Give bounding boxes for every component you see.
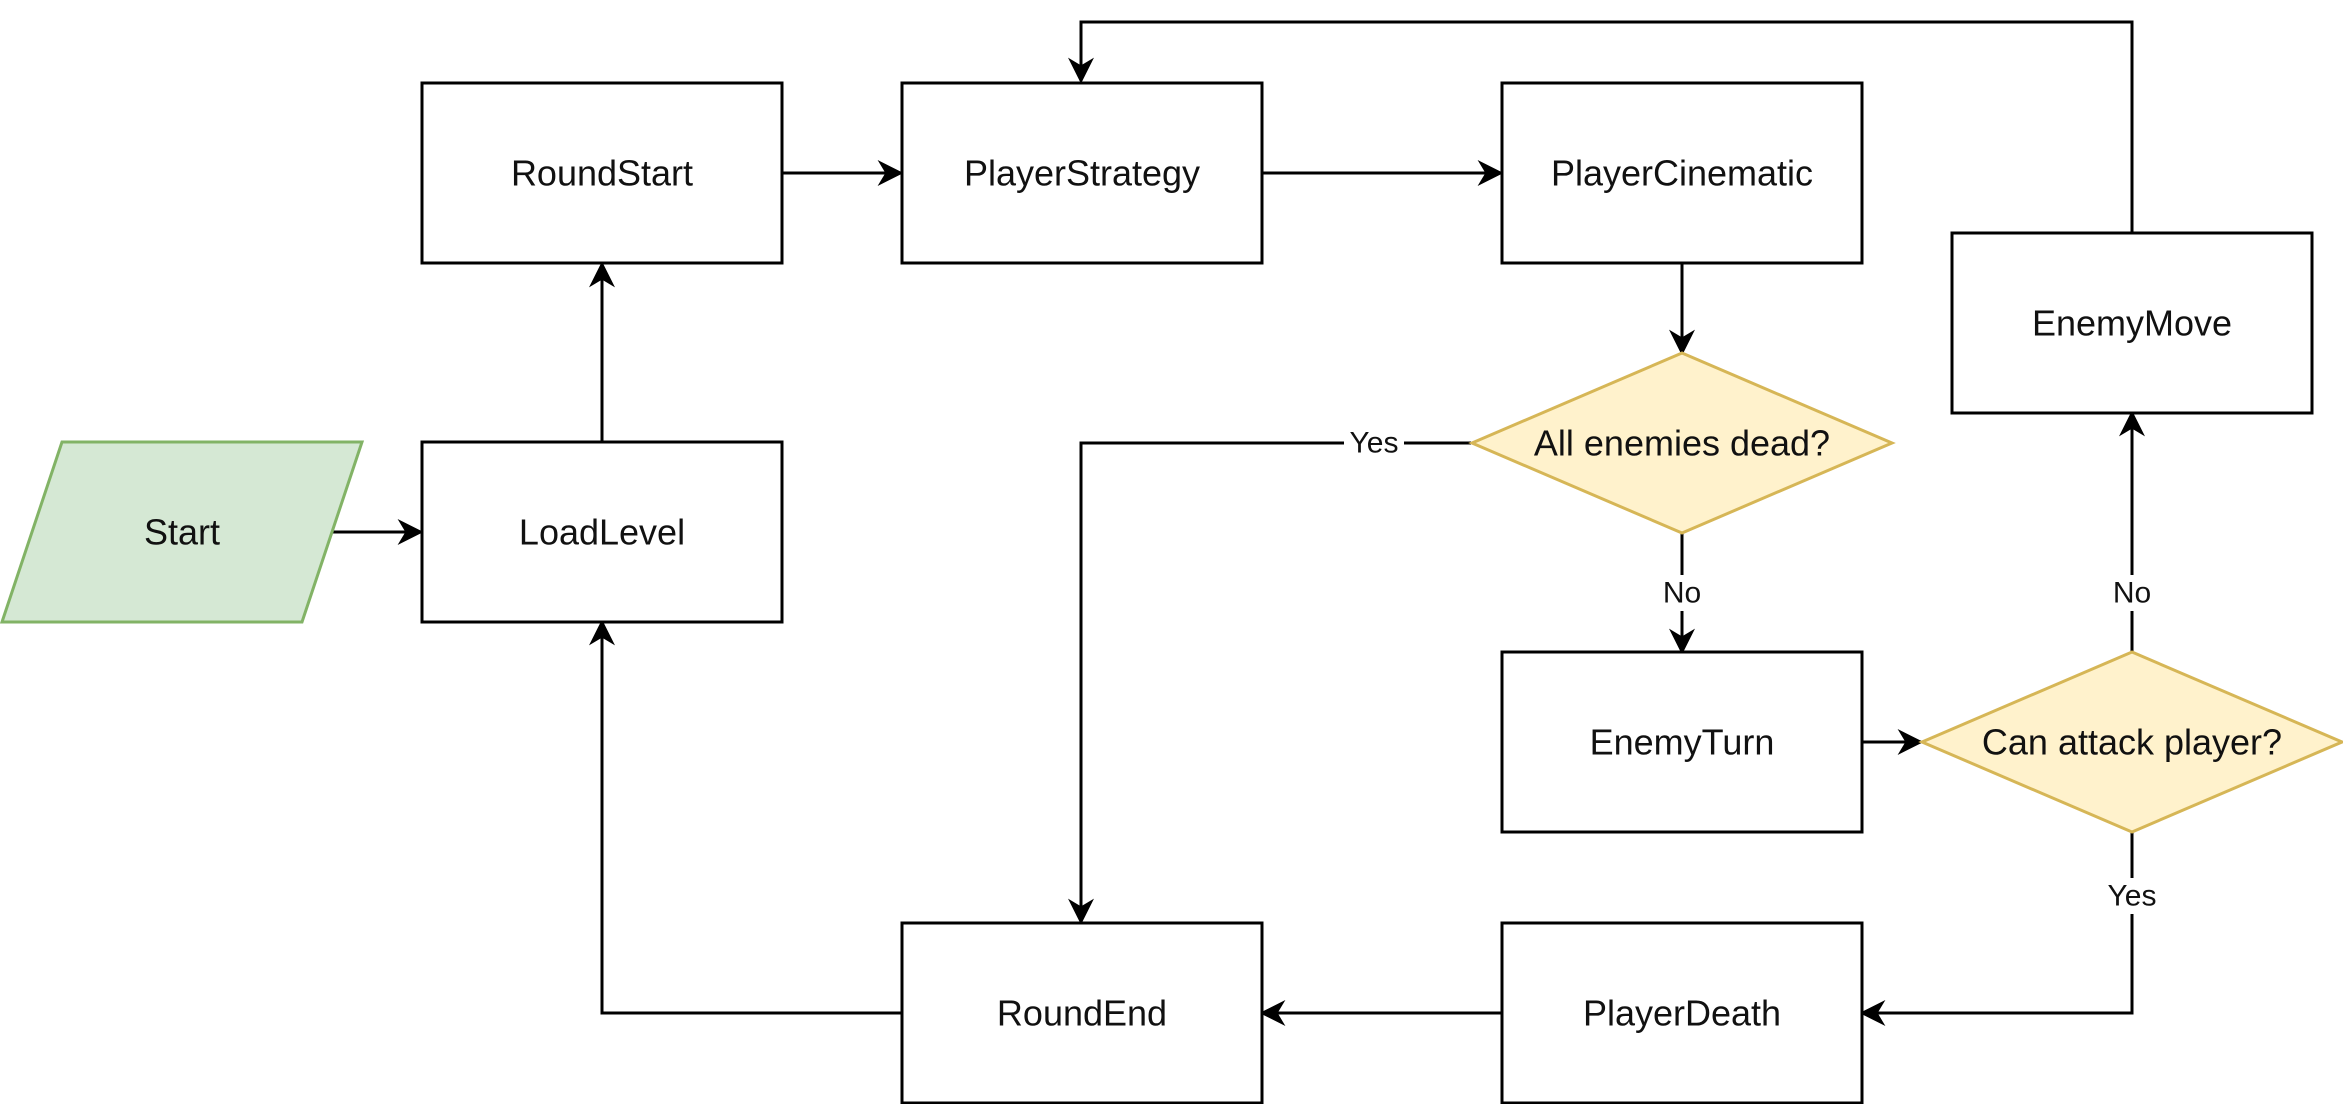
node-player-death: PlayerDeath (1500, 921, 1864, 1104)
decision-can-attack-player: Can attack player? (1918, 650, 2343, 834)
edge-label-all-dead-no: No (1663, 577, 1701, 610)
node-enemy-move-label: EnemyMove (2032, 303, 2232, 344)
node-load-level: LoadLevel (420, 440, 784, 624)
node-enemy-turn: EnemyTurn (1500, 650, 1864, 834)
node-start-label: Start (144, 512, 220, 553)
node-start: Start (0, 440, 365, 624)
node-round-start-label: RoundStart (511, 153, 693, 194)
node-round-end-label: RoundEnd (997, 993, 1167, 1034)
decision-all-enemies-dead-label: All enemies dead? (1534, 423, 1830, 464)
node-player-strategy: PlayerStrategy (900, 81, 1264, 265)
edge-label-can-attack-yes: Yes (2108, 880, 2157, 913)
edge-label-all-dead-yes: Yes (1350, 427, 1399, 460)
edge-canattack-yes-to-playerdeath (1859, 832, 2134, 1026)
decision-can-attack-player-label: Can attack player? (1982, 722, 2282, 763)
node-player-cinematic: PlayerCinematic (1500, 81, 1864, 265)
edge-labels: Yes No No Yes (1344, 425, 2164, 914)
edge-label-can-attack-no: No (2113, 577, 2151, 610)
node-round-start: RoundStart (420, 81, 784, 265)
edge-allenemiesdead-yes-to-roundend (1068, 441, 1471, 925)
node-enemy-move: EnemyMove (1950, 231, 2314, 415)
decision-all-enemies-dead: All enemies dead? (1468, 351, 1896, 535)
node-enemy-turn-label: EnemyTurn (1590, 722, 1775, 763)
node-load-level-label: LoadLevel (519, 512, 685, 553)
edge-roundend-to-loadlevel (589, 619, 901, 1015)
edge-enemymove-to-playerstrategy (1068, 20, 2134, 233)
node-round-end: RoundEnd (900, 921, 1264, 1104)
node-player-cinematic-label: PlayerCinematic (1551, 153, 1813, 194)
node-player-strategy-label: PlayerStrategy (964, 153, 1200, 194)
node-player-death-label: PlayerDeath (1583, 993, 1781, 1034)
